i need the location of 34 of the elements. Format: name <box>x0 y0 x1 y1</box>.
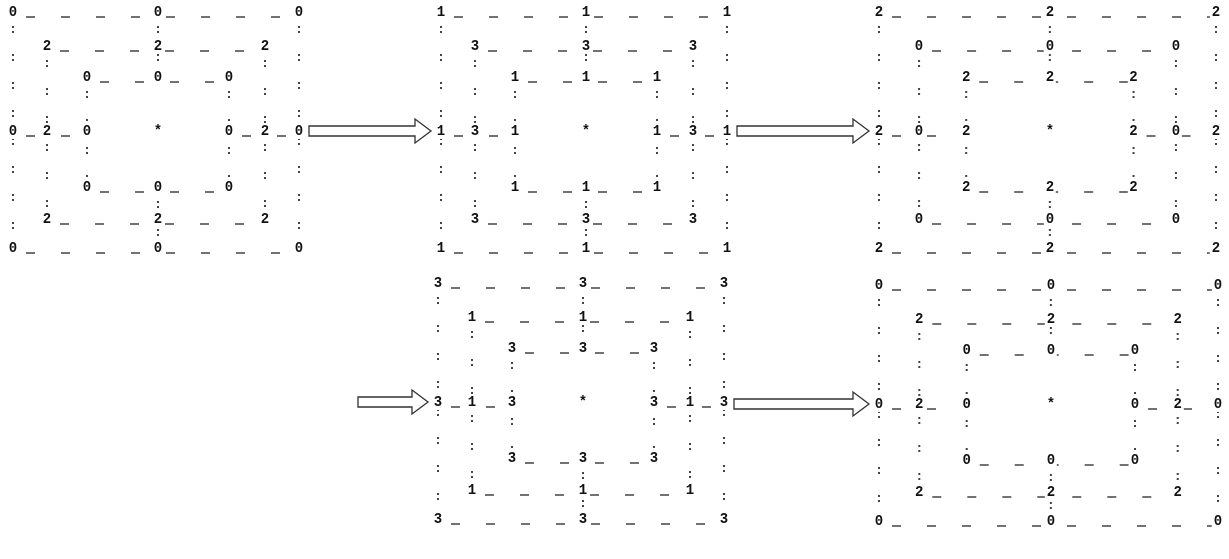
position-number: 2 <box>1209 4 1223 20</box>
block-arrow <box>736 117 871 145</box>
position-number: 2 <box>1044 311 1058 327</box>
position-number: 0 <box>1044 452 1058 468</box>
position-number: 2 <box>872 123 886 139</box>
position-number: 2 <box>1209 123 1223 139</box>
position-number: 2 <box>1043 69 1057 85</box>
position-number: 0 <box>1211 396 1225 412</box>
position-number: 0 <box>6 123 20 139</box>
position-number: 2 <box>1127 179 1140 195</box>
position-number: 0 <box>1169 123 1183 139</box>
position-number: 2 <box>1171 311 1184 327</box>
position-number: 0 <box>872 396 886 412</box>
position-number: 2 <box>1171 484 1184 500</box>
position-number: 3 <box>717 394 731 410</box>
position-number: 2 <box>1127 69 1140 85</box>
position-number: 1 <box>434 123 448 139</box>
position-number: 2 <box>960 123 973 139</box>
position-number: 0 <box>1211 277 1225 293</box>
position-number: 0 <box>292 123 306 139</box>
block-arrow <box>308 117 433 145</box>
position-number: 0 <box>1043 38 1057 54</box>
position-number: 0 <box>1211 513 1225 529</box>
block-arrow <box>733 390 871 418</box>
position-number: 2 <box>1043 179 1057 195</box>
position-number: 0 <box>960 396 973 412</box>
position-number: 1 <box>720 123 734 139</box>
position-number: 2 <box>1209 240 1223 256</box>
position-number: 0 <box>1043 211 1057 227</box>
block-arrow <box>357 388 430 416</box>
position-number: 2 <box>1171 396 1184 412</box>
position-number: 3 <box>431 394 445 410</box>
position-number: 2 <box>1044 484 1058 500</box>
position-number: 0 <box>1044 342 1058 358</box>
